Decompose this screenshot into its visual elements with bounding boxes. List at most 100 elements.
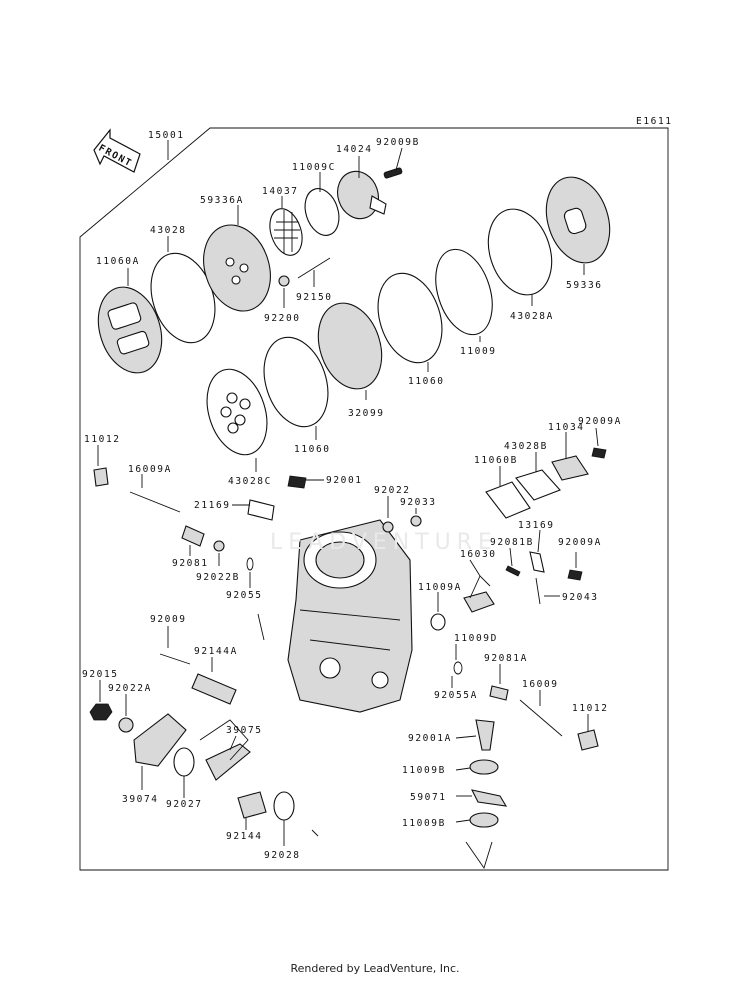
banjo-59071 bbox=[470, 789, 508, 807]
callout-label: 14037 bbox=[262, 186, 299, 197]
oring-11009 bbox=[435, 248, 493, 336]
callout-label: 11034 bbox=[548, 422, 585, 433]
gasket-43028c bbox=[206, 368, 268, 456]
plate-59336a bbox=[203, 224, 271, 312]
spring-92144a bbox=[191, 673, 237, 705]
callout-label: 92200 bbox=[264, 313, 301, 324]
callout-label: 92027 bbox=[166, 799, 203, 810]
oring-92033 bbox=[410, 515, 422, 527]
diagram-code: E1611 bbox=[636, 116, 673, 127]
callout-label: 59336A bbox=[200, 195, 244, 206]
plate-11034 bbox=[551, 455, 589, 481]
screen-14037 bbox=[269, 208, 303, 256]
needle-16009 bbox=[519, 699, 563, 737]
diaphragm-43028a bbox=[487, 208, 553, 296]
callout-label: 39074 bbox=[122, 794, 159, 805]
callout-label: 16009 bbox=[522, 679, 559, 690]
bolt-92001a bbox=[475, 719, 495, 751]
callout-label: 92055A bbox=[434, 690, 478, 701]
callout-label: 11009B bbox=[402, 765, 446, 776]
washer-11009b-lower bbox=[469, 812, 499, 828]
callout-label: 92022A bbox=[108, 683, 152, 694]
screw-92150 bbox=[297, 257, 331, 279]
callout-labels: 15001 14024 92009B 11009C 14037 59336A 4… bbox=[82, 130, 622, 861]
collar-92028 bbox=[273, 791, 295, 821]
callout-label: 11060 bbox=[408, 376, 445, 387]
callout-label: 92009A bbox=[558, 537, 602, 548]
callout-label: 92009B bbox=[376, 137, 420, 148]
washer-92022 bbox=[382, 521, 394, 533]
carburetor-body bbox=[287, 519, 413, 713]
washer-11009b-upper bbox=[469, 759, 499, 775]
cover-59336 bbox=[545, 176, 611, 264]
callout-label: 92081A bbox=[484, 653, 528, 664]
screw-92009 bbox=[159, 653, 191, 665]
oring-92055 bbox=[246, 557, 254, 571]
callout-label: 59071 bbox=[410, 792, 447, 803]
callout-label: 92028 bbox=[264, 850, 301, 861]
callout-label: 59336 bbox=[566, 280, 603, 291]
callout-label: 92033 bbox=[400, 497, 437, 508]
callout-label: 11009A bbox=[418, 582, 462, 593]
oring-11009d bbox=[453, 661, 463, 675]
watermark-text: LEADVENTURE bbox=[270, 530, 498, 555]
callout-label: 14024 bbox=[336, 144, 373, 155]
spring-92081b bbox=[505, 565, 521, 577]
footer-credit: Rendered by LeadVenture, Inc. bbox=[290, 962, 460, 975]
washer-92022b bbox=[213, 540, 225, 552]
callout-label: 21169 bbox=[194, 500, 231, 511]
gasket-11060 bbox=[377, 272, 443, 364]
nut-92015 bbox=[89, 703, 113, 721]
screw-92001 bbox=[287, 475, 307, 489]
gasket-11060a bbox=[97, 286, 163, 374]
screw-92009b bbox=[383, 167, 403, 179]
callout-label: 43028 bbox=[150, 225, 187, 236]
callout-label: 92081B bbox=[490, 537, 534, 548]
callout-label: 11009B bbox=[402, 818, 446, 829]
screw-92009a bbox=[567, 569, 583, 581]
callout-label: 11060A bbox=[96, 256, 140, 267]
callout-label: 92001A bbox=[408, 733, 452, 744]
callout-label: 92009A bbox=[578, 416, 622, 427]
callout-label: 13169 bbox=[518, 520, 555, 531]
gasket-11060b bbox=[485, 481, 531, 519]
clip-11012-left bbox=[93, 467, 109, 487]
callout-label: 15001 bbox=[148, 130, 185, 141]
spring-92144 bbox=[237, 791, 267, 819]
leader-lines bbox=[97, 140, 599, 870]
callout-label: 11060 bbox=[294, 444, 331, 455]
callout-label: 43028C bbox=[228, 476, 272, 487]
lever-39074 bbox=[133, 713, 187, 767]
callout-label: 92055 bbox=[226, 590, 263, 601]
washer-92022a bbox=[118, 717, 134, 733]
callout-label: 11012 bbox=[84, 434, 121, 445]
diaphragm-43028c-holes bbox=[220, 392, 251, 434]
callout-label: 11009C bbox=[292, 162, 336, 173]
fitting-21169 bbox=[247, 499, 275, 521]
callout-label: 39075 bbox=[226, 725, 263, 736]
gasket-43028b bbox=[515, 469, 561, 501]
callout-label: 11009D bbox=[454, 633, 498, 644]
valve-16030 bbox=[463, 591, 495, 613]
diagram-frame bbox=[79, 127, 669, 871]
callout-label: 92081 bbox=[172, 558, 209, 569]
callout-label: 92022 bbox=[374, 485, 411, 496]
body-32099 bbox=[317, 302, 383, 390]
needle-16009a bbox=[129, 491, 181, 513]
callout-label: 92144 bbox=[226, 831, 263, 842]
screw-92009a-top bbox=[591, 447, 607, 459]
cover-14024 bbox=[337, 170, 387, 220]
gasket-11060-lower bbox=[263, 336, 329, 428]
callout-label: 43028B bbox=[504, 441, 548, 452]
callout-label: 43028A bbox=[510, 311, 554, 322]
callout-label: 11060B bbox=[474, 455, 518, 466]
callout-label: 92150 bbox=[296, 292, 333, 303]
collar-92027 bbox=[173, 747, 195, 777]
arm-39075 bbox=[205, 743, 251, 781]
spring-92081 bbox=[181, 525, 205, 547]
callout-label: 32099 bbox=[348, 408, 385, 419]
callout-label: 16009A bbox=[128, 464, 172, 475]
oring-11009c bbox=[304, 188, 340, 236]
